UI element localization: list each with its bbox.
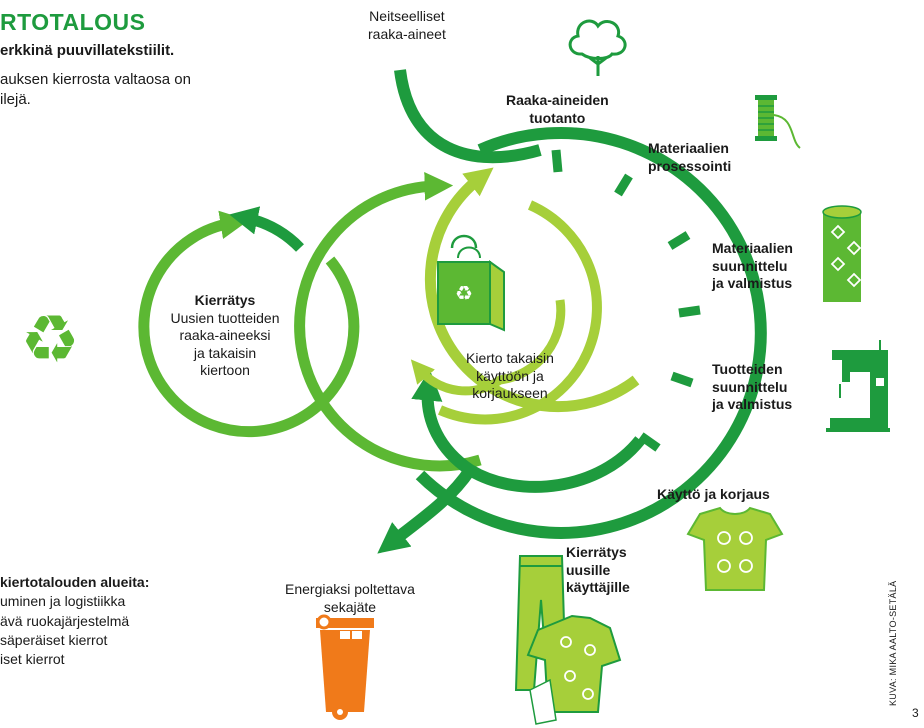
page-subtitle: erkkinä puuvillatekstiilit. (0, 42, 175, 59)
photo-credit: KUVA: MIKA AALTO-SETÄLÄ (888, 580, 898, 706)
reuse-label: Kierrätys uusille käyttäjille (566, 544, 630, 595)
middle-ring-arrow (294, 172, 482, 472)
reuse-inner-arrow (437, 200, 602, 425)
thread-spool-icon (755, 95, 801, 149)
tree-icon (568, 19, 627, 76)
reuse-loop-arrow (411, 369, 645, 493)
center-loop-label: Kierto takaisin käyttöön ja korjaukseen (466, 350, 554, 401)
list-heading: kiertotalouden alueita: (0, 574, 150, 590)
material-design-label: Materiaalien suunnittelu ja valmistus (712, 240, 793, 291)
list-item: uminen ja logistiikka (0, 593, 126, 610)
production-label: Raaka-aineiden tuotanto (506, 92, 609, 126)
energy-waste-label: Energiaksi poltettava sekajäte (285, 581, 415, 615)
list-item: iset kierrot (0, 651, 65, 668)
lifecycle-stage-ticks (551, 149, 701, 452)
page-number: 3 (912, 706, 919, 720)
circular-economy-areas-list: kiertotalouden alueita: uminen ja logist… (0, 573, 149, 670)
recycle-icon: ♻ (20, 301, 79, 378)
raw-materials-label: Neitseelliset raaka-aineet (368, 8, 446, 42)
svg-text:♻: ♻ (455, 281, 473, 305)
recycling-loop-label: Kierrätys Uusien tuotteiden raaka-aineek… (170, 292, 280, 378)
use-repair-label: Käyttö ja korjaus (657, 486, 770, 502)
trash-bin-icon (316, 614, 374, 720)
energy-waste-arrow (377, 466, 475, 554)
inner-ring-arrow (424, 167, 640, 413)
intro-text: auksen kierrosta valtaosa on ilejä. (0, 71, 191, 109)
page-title: RTOTALOUS (0, 9, 146, 35)
raw-materials-arrow (394, 69, 542, 164)
recycling-loop-arrow (138, 210, 360, 438)
processing-label: Materiaalien prosessointi (648, 140, 732, 174)
tshirt-icon (686, 506, 784, 591)
shopping-bag-icon: ♻ (437, 234, 505, 332)
shirt-icon (526, 614, 622, 725)
list-item: ävä ruokajärjestelmä (0, 612, 130, 629)
outer-lifecycle-ring (415, 126, 767, 539)
fabric-roll-icon (822, 205, 862, 302)
product-design-label: Tuotteiden suunnittelu ja valmistus (712, 361, 793, 412)
recycling-loop-arrow-head (229, 206, 304, 252)
list-item: säperäiset kierrot (0, 631, 108, 648)
return-hook-arrow (410, 299, 566, 396)
sewing-machine-icon (826, 340, 890, 432)
